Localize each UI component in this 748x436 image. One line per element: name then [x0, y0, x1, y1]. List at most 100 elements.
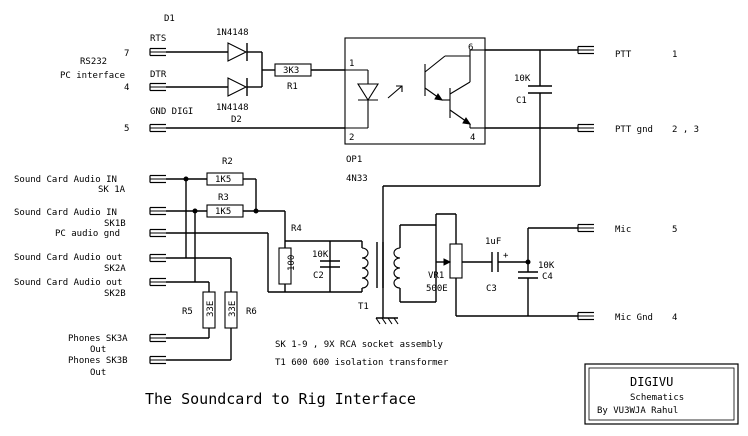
ground-symbol	[375, 317, 399, 325]
op1-pin4: 4	[470, 133, 475, 143]
pin-rts-signal: RTS	[150, 34, 166, 44]
rs232-header-line1: RS232	[80, 57, 107, 67]
c4-ref: C4	[542, 272, 553, 282]
jack-rts	[149, 47, 167, 57]
resistor-r1: 3K3 R1	[274, 63, 345, 92]
potentiometer-vr1: VR1 500E	[426, 214, 463, 316]
out-micgnd-pin: 4	[672, 313, 677, 323]
jack-ptt	[577, 45, 595, 55]
resistor-r3: R3 1K5	[166, 193, 285, 218]
out-ptt-pin: 1	[672, 50, 677, 60]
out-pttgnd-label: PTT gnd	[615, 125, 653, 135]
op1-ref: OP1	[346, 155, 362, 165]
resistor-r6: 33E R6	[166, 258, 257, 361]
jack-sk2b	[149, 277, 167, 287]
capacitor-c4: 10K C4	[518, 261, 555, 316]
resistor-r5: 33E R5	[166, 282, 216, 339]
jack4-line2: SK2A	[104, 264, 126, 274]
capacitor-c3: 1uF + C3	[485, 237, 509, 294]
vr1-value: 500E	[426, 284, 448, 294]
optocoupler-op1: 1 2 6 4	[344, 37, 486, 145]
op1-pin1: 1	[349, 59, 354, 69]
d2-part: 1N4148	[216, 103, 249, 113]
c3-polarity: +	[503, 251, 509, 261]
jack-mic	[577, 223, 595, 233]
c2-value: 10K	[312, 250, 329, 260]
jack2-line1: Sound Card Audio IN	[14, 208, 117, 218]
diode-d2: 1N4148 D2	[166, 77, 262, 125]
pin-dtr-number: 4	[124, 83, 129, 93]
jack2-line2: SK1B	[104, 219, 126, 229]
jack3-line1: PC audio gnd	[55, 229, 120, 239]
jack-mic-gnd	[577, 311, 595, 321]
jack-sk3b	[149, 355, 167, 365]
jack4-line1: Sound Card Audio out	[14, 253, 122, 263]
pin-rts-number: 7	[124, 49, 129, 59]
right-connectors: PTT 1 PTT gnd 2 , 3 Mic 5 Mic Gnd 4	[577, 45, 699, 323]
title-box: DIGIVU Schematics By VU3WJA Rahul	[584, 363, 739, 425]
note-sockets: SK 1-9 , 9X RCA socket assembly	[275, 340, 444, 350]
r3-ref: R3	[218, 193, 229, 203]
title-box-name: DIGIVU	[630, 375, 673, 389]
jack-pc-gnd	[149, 228, 167, 238]
t1-ref: T1	[358, 302, 369, 312]
rs232-header-line2: PC interface	[60, 71, 125, 81]
vr1-ref: VR1	[428, 271, 444, 281]
jack-sk1b	[149, 206, 167, 216]
capacitor-c2: 10K C2	[312, 250, 340, 281]
diode-d1: D1 1N4148	[164, 14, 262, 62]
transformer-t1: T1	[358, 225, 401, 312]
jack1-line1: Sound Card Audio IN	[14, 175, 117, 185]
d1-ref: D1	[164, 14, 175, 24]
c1-value: 10K	[514, 74, 531, 84]
r5-ref: R5	[182, 307, 193, 317]
jack7-line1: Phones SK3B	[68, 356, 128, 366]
r3-value: 1K5	[215, 207, 231, 217]
r1-value: 3K3	[283, 66, 299, 76]
jack5-line2: SK2B	[104, 289, 126, 299]
rs232-connector: RS232 PC interface RTS 7 DTR 4 GND DIGI …	[60, 34, 193, 134]
jack5-line1: Sound Card Audio out	[14, 278, 122, 288]
r4-ref: R4	[291, 224, 302, 234]
c4-value: 10K	[538, 261, 555, 271]
op1-pin6: 6	[468, 43, 473, 53]
jack-ptt-gnd	[577, 123, 595, 133]
d1-part: 1N4148	[216, 28, 249, 38]
audio-jacks: Sound Card Audio IN SK 1A Sound Card Aud…	[14, 174, 167, 378]
capacitor-c1: 10K C1	[514, 50, 552, 128]
pin-dtr-signal: DTR	[150, 70, 167, 80]
out-pttgnd-pin: 2 , 3	[672, 125, 699, 135]
c2-ref: C2	[313, 271, 324, 281]
r4-value: 100	[287, 255, 297, 271]
note-transformer: T1 600 600 isolation transformer	[275, 358, 449, 368]
r6-ref: R6	[246, 307, 257, 317]
resistor-r2: R2 1K5	[166, 157, 257, 211]
pin-gnd-number: 5	[124, 124, 129, 134]
d2-ref: D2	[231, 115, 242, 125]
out-ptt-label: PTT	[615, 50, 632, 60]
title-box-author: By VU3WJA Rahul	[597, 406, 678, 416]
op1-part: 4N33	[346, 174, 368, 184]
r5-value: 33E	[206, 301, 216, 317]
title-box-subtitle: Schematics	[630, 393, 684, 403]
jack-sk1a	[149, 174, 167, 184]
out-mic-pin: 5	[672, 225, 677, 235]
diagram-title: The Soundcard to Rig Interface	[145, 390, 416, 408]
c1-ref: C1	[516, 96, 527, 106]
jack1-line2: SK 1A	[98, 185, 126, 195]
jack6-line1: Phones SK3A	[68, 334, 128, 344]
r1-ref: R1	[287, 82, 298, 92]
jack-gnd-digi	[149, 123, 167, 133]
r6-value: 33E	[228, 301, 238, 317]
jack6-line2: Out	[90, 345, 106, 355]
r2-value: 1K5	[215, 175, 231, 185]
jack-sk3a	[149, 333, 167, 343]
pin-gnd-signal: GND DIGI	[150, 107, 193, 117]
jack-sk2a	[149, 253, 167, 263]
r2-ref: R2	[222, 157, 233, 167]
c3-ref: C3	[486, 284, 497, 294]
resistor-r4: R4 100	[278, 211, 302, 292]
c3-value: 1uF	[485, 237, 501, 247]
out-mic-label: Mic	[615, 225, 631, 235]
